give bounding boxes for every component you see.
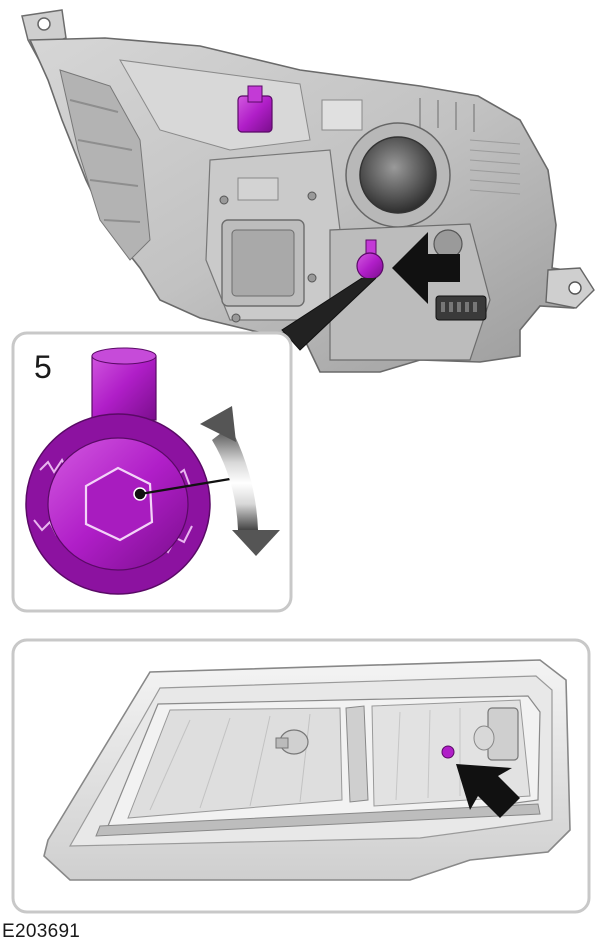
figure-id: E203691 — [2, 921, 81, 942]
adjuster-screw-upper — [237, 85, 273, 133]
adjuster-location-marker — [441, 745, 455, 759]
projector-lens — [359, 136, 437, 214]
curved-double-arrow-icon — [200, 406, 280, 556]
block-arrow-icon — [456, 764, 520, 818]
adjuster-gear — [25, 413, 237, 595]
detail-callout-panel: 5 — [11, 331, 293, 613]
block-arrow-icon — [392, 232, 460, 304]
hex-socket — [84, 466, 154, 542]
bulb-left — [275, 729, 309, 755]
headlamp-front-panel — [11, 638, 591, 914]
step-number: 5 — [34, 349, 52, 385]
headlamp-rear-view — [21, 9, 595, 373]
